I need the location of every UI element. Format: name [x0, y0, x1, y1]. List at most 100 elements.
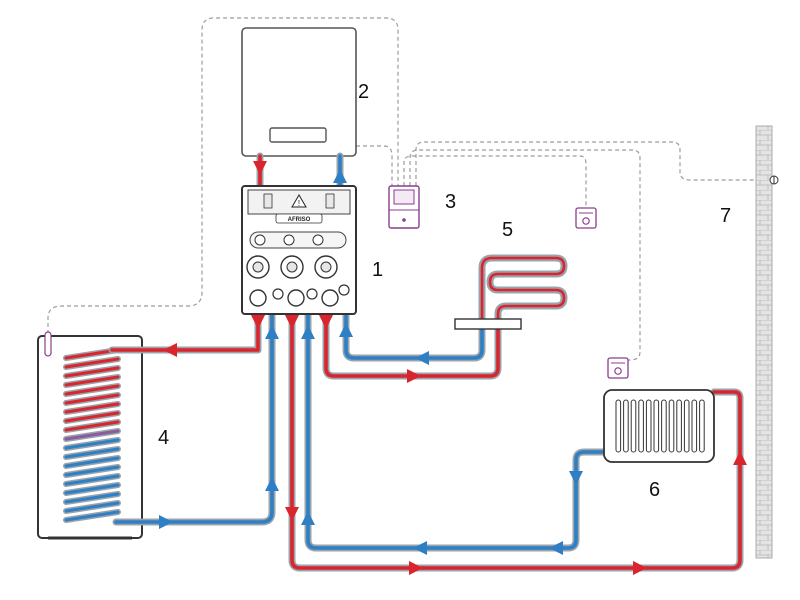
flow-arrow-up-icon — [265, 477, 279, 491]
coil-loop — [64, 375, 120, 387]
coil-loop — [64, 456, 120, 468]
coil-loop — [64, 447, 120, 459]
radiator-fin — [645, 399, 652, 453]
valve-icon-right — [312, 234, 324, 246]
pipe-floor-return-core — [344, 312, 484, 360]
pipe-radiator-flow — [288, 310, 744, 572]
radiator-fin — [630, 399, 637, 453]
label-floor-heating: 5 — [502, 219, 513, 241]
pump-1 — [246, 255, 270, 279]
coil-loop — [64, 366, 120, 378]
pump-3 — [314, 255, 338, 279]
label-manifold: 1 — [372, 259, 383, 281]
flow-arrow-down-icon — [285, 507, 299, 521]
label-cylinder: 4 — [158, 427, 169, 449]
boiler-body — [241, 27, 357, 157]
pipe-radiator-flow-core — [290, 312, 742, 570]
coil-loop — [64, 492, 120, 504]
flow-arrow-up-icon — [733, 451, 747, 465]
room-sensor-1 — [575, 207, 597, 229]
coil-loop — [64, 501, 120, 513]
coil-loop — [64, 429, 120, 441]
controller-screen — [393, 189, 415, 205]
hot-water-cylinder — [37, 331, 143, 540]
boiler-display — [269, 127, 327, 143]
brand-plate — [275, 213, 323, 224]
brick-wall — [755, 125, 773, 559]
coil-loop — [64, 438, 120, 450]
radiator — [603, 389, 715, 463]
flow-arrow-left-icon — [163, 343, 177, 357]
pump-2-hub — [286, 261, 298, 273]
pipe-cylinder-return-core — [114, 312, 274, 524]
coil-loop — [64, 420, 120, 432]
radiator-fin — [699, 399, 705, 453]
flow-arrow-down-icon — [319, 315, 333, 329]
bottom-valve-icon-1 — [249, 289, 267, 307]
flow-arrow-right-icon — [633, 561, 647, 575]
label-outdoor-wall: 7 — [720, 205, 731, 227]
label-radiator: 6 — [649, 479, 660, 501]
radiator-fin — [638, 399, 644, 453]
flow-arrow-left-icon — [415, 351, 429, 365]
flow-arrow-left-icon — [413, 541, 427, 555]
floor-heating — [454, 254, 568, 330]
flow-arrow-down-icon — [285, 315, 299, 329]
flow-arrow-up-icon — [301, 511, 315, 525]
pipe-radiator-return-outline — [304, 310, 608, 552]
pump-1-hub — [252, 261, 264, 273]
bottom-valve-icon-3 — [287, 289, 305, 307]
boiler — [241, 27, 357, 157]
flow-arrows — [159, 161, 747, 575]
radiator-fin — [615, 399, 622, 453]
pipe-radiator-return — [304, 310, 608, 552]
label-boiler: 2 — [358, 81, 369, 103]
coil-loop — [64, 483, 120, 495]
room-sensor-2-dial-icon — [614, 367, 622, 375]
flow-arrow-up-icon — [301, 325, 315, 339]
floor-coil-core — [480, 256, 566, 319]
room-sensor-2 — [607, 357, 629, 379]
flow-arrow-up-icon — [265, 325, 279, 339]
bottom-valve-icon-6 — [338, 284, 350, 296]
valve-icon-middle — [283, 234, 295, 246]
coil-loop — [64, 393, 120, 405]
warning-exclamation-icon: ! — [298, 199, 300, 208]
pipe-radiator-return-core — [306, 312, 606, 550]
wire-sensor-to-boiler — [47, 17, 399, 334]
pump-2 — [280, 255, 304, 279]
bottom-valve-icon-2 — [272, 288, 284, 300]
manifold-valve-bar — [249, 231, 347, 249]
wire-controller-to-outdoor-sensor — [415, 141, 772, 186]
floor-heating-manifold-bar — [454, 318, 522, 330]
radiator-fins — [615, 399, 705, 453]
floor-heating-coil — [478, 254, 568, 319]
radiator-fin — [661, 399, 667, 453]
wire-controller-to-room-sensor-2 — [409, 149, 641, 361]
radiator-fin — [668, 399, 675, 453]
wire-controller-to-room-sensor — [403, 155, 587, 208]
radiator-fin — [683, 399, 690, 453]
flow-arrow-right-icon — [407, 369, 421, 383]
flow-arrow-down-icon — [251, 315, 265, 329]
wire-boiler-to-controller — [356, 145, 393, 186]
flow-arrow-right-icon — [159, 515, 173, 529]
outdoor-wall — [755, 125, 779, 559]
manifold-body — [241, 185, 357, 315]
pump-manifold: ! AFRISO — [241, 185, 357, 315]
pump-3-hub — [320, 261, 332, 273]
flow-arrow-left-icon — [549, 541, 563, 555]
flow-arrow-down-icon — [253, 161, 267, 175]
manifold-thermometer-right — [325, 193, 335, 209]
radiator-fin — [676, 399, 682, 453]
pipe-cylinder-return — [112, 310, 276, 526]
manifold-thermometer-left — [263, 193, 273, 209]
radiator-fin — [623, 399, 629, 453]
pipe-floor-return — [342, 310, 486, 362]
coil-loop — [64, 411, 120, 423]
coil-loop — [64, 357, 120, 369]
radiator-fin — [691, 399, 698, 453]
warning-triangle-icon — [291, 194, 307, 208]
bottom-valve-icon-5 — [321, 289, 339, 307]
